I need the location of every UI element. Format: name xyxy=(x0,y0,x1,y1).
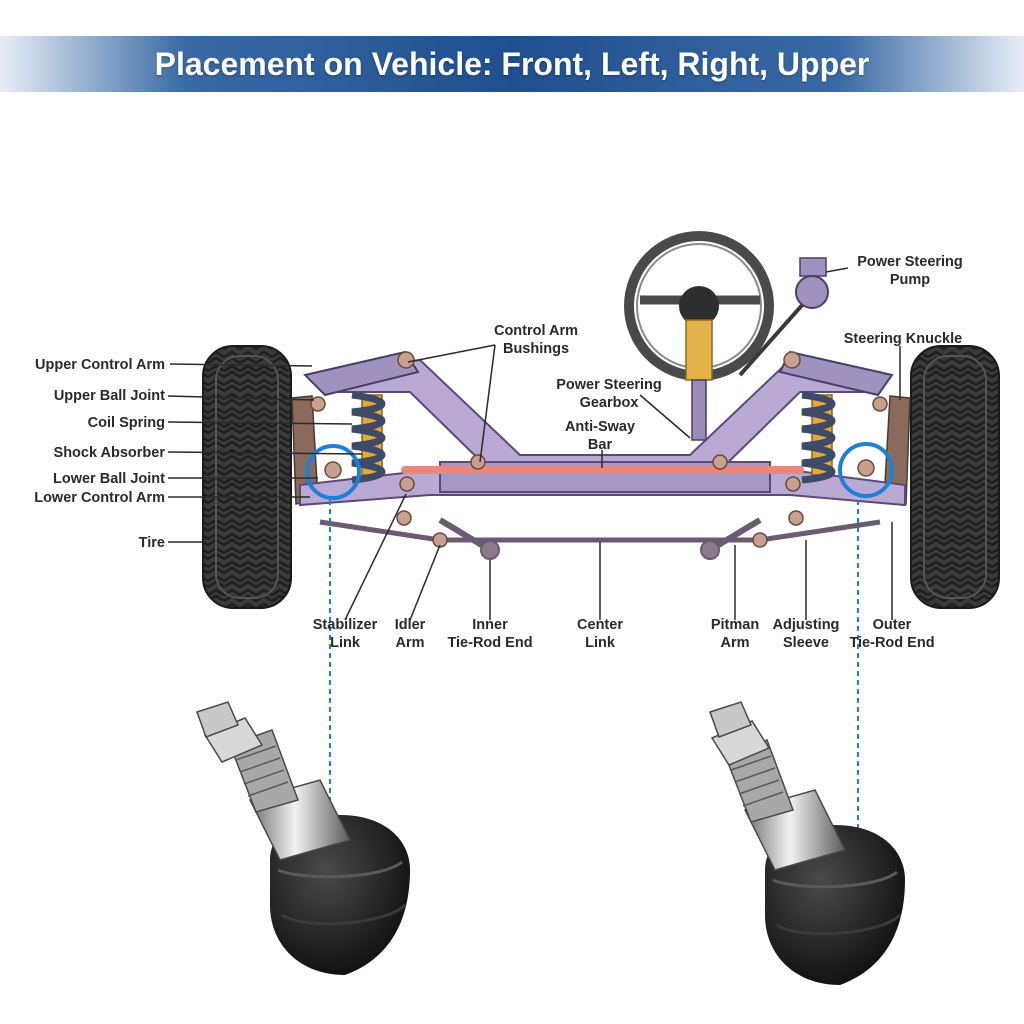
label-stabilizer-link-line2: Link xyxy=(330,635,361,651)
label-upper-control-arm: Upper Control Arm xyxy=(35,357,165,373)
label-pitman-arm-line2: Arm xyxy=(720,635,749,651)
banner-title: Placement on Vehicle: Front, Left, Right… xyxy=(154,46,870,82)
label-steering-knuckle: Steering Knuckle xyxy=(844,331,962,347)
left-ball-joint-product xyxy=(196,701,410,975)
label-shock-absorber: Shock Absorber xyxy=(54,445,166,461)
label-power-steering-pump-line1: Power Steering xyxy=(857,254,963,270)
label-center-link-line2: Link xyxy=(585,635,616,651)
steering-wheel xyxy=(624,231,774,441)
label-power-steering-gearbox-line1: Power Steering xyxy=(556,377,662,393)
label-upper-ball-joint: Upper Ball Joint xyxy=(54,388,165,404)
label-coil-spring: Coil Spring xyxy=(88,415,165,431)
label-idler-arm-line2: Arm xyxy=(395,635,424,651)
label-center-link-line1: Center xyxy=(577,617,623,633)
label-outer-tie-rod-end-line2: Tie-Rod End xyxy=(849,635,934,651)
label-adjusting-sleeve-line2: Sleeve xyxy=(783,635,829,651)
label-inner-tie-rod-end-line1: Inner xyxy=(472,617,508,633)
left-upper-control-arm xyxy=(303,350,420,397)
label-control-arm-bushings-line1: Control Arm xyxy=(494,323,578,339)
right-tire xyxy=(910,345,1000,609)
part-labels: Upper Control Arm Upper Ball Joint Coil … xyxy=(34,254,963,651)
right-lower-ball-joint-highlight xyxy=(838,442,894,498)
label-adjusting-sleeve-line1: Adjusting xyxy=(773,617,840,633)
title-banner: Placement on Vehicle: Front, Left, Right… xyxy=(0,36,1024,92)
label-idler-arm-line1: Idler xyxy=(395,617,426,633)
label-outer-tie-rod-end-line1: Outer xyxy=(873,617,912,633)
label-tire: Tire xyxy=(139,535,165,551)
power-steering-pump xyxy=(738,257,829,377)
label-anti-sway-bar-line2: Bar xyxy=(588,437,613,453)
label-power-steering-pump-line2: Pump xyxy=(890,272,930,288)
label-inner-tie-rod-end-line2: Tie-Rod End xyxy=(447,635,532,651)
right-upper-control-arm xyxy=(778,350,894,397)
label-pitman-arm-line1: Pitman xyxy=(711,617,759,633)
steering-linkage xyxy=(319,517,881,560)
right-coil-spring xyxy=(801,391,836,484)
label-control-arm-bushings-line2: Bushings xyxy=(503,341,569,357)
label-stabilizer-link-line1: Stabilizer xyxy=(313,617,378,633)
left-lower-ball-joint-highlight xyxy=(305,444,361,500)
leader-lines xyxy=(167,267,901,621)
label-lower-control-arm: Lower Control Arm xyxy=(34,490,165,506)
left-tire xyxy=(202,345,292,609)
right-ball-joint-product xyxy=(709,701,905,985)
label-anti-sway-bar-line1: Anti-Sway xyxy=(565,419,635,435)
label-power-steering-gearbox-line2: Gearbox xyxy=(580,395,639,411)
left-coil-spring xyxy=(351,391,386,484)
label-lower-ball-joint: Lower Ball Joint xyxy=(53,471,165,487)
